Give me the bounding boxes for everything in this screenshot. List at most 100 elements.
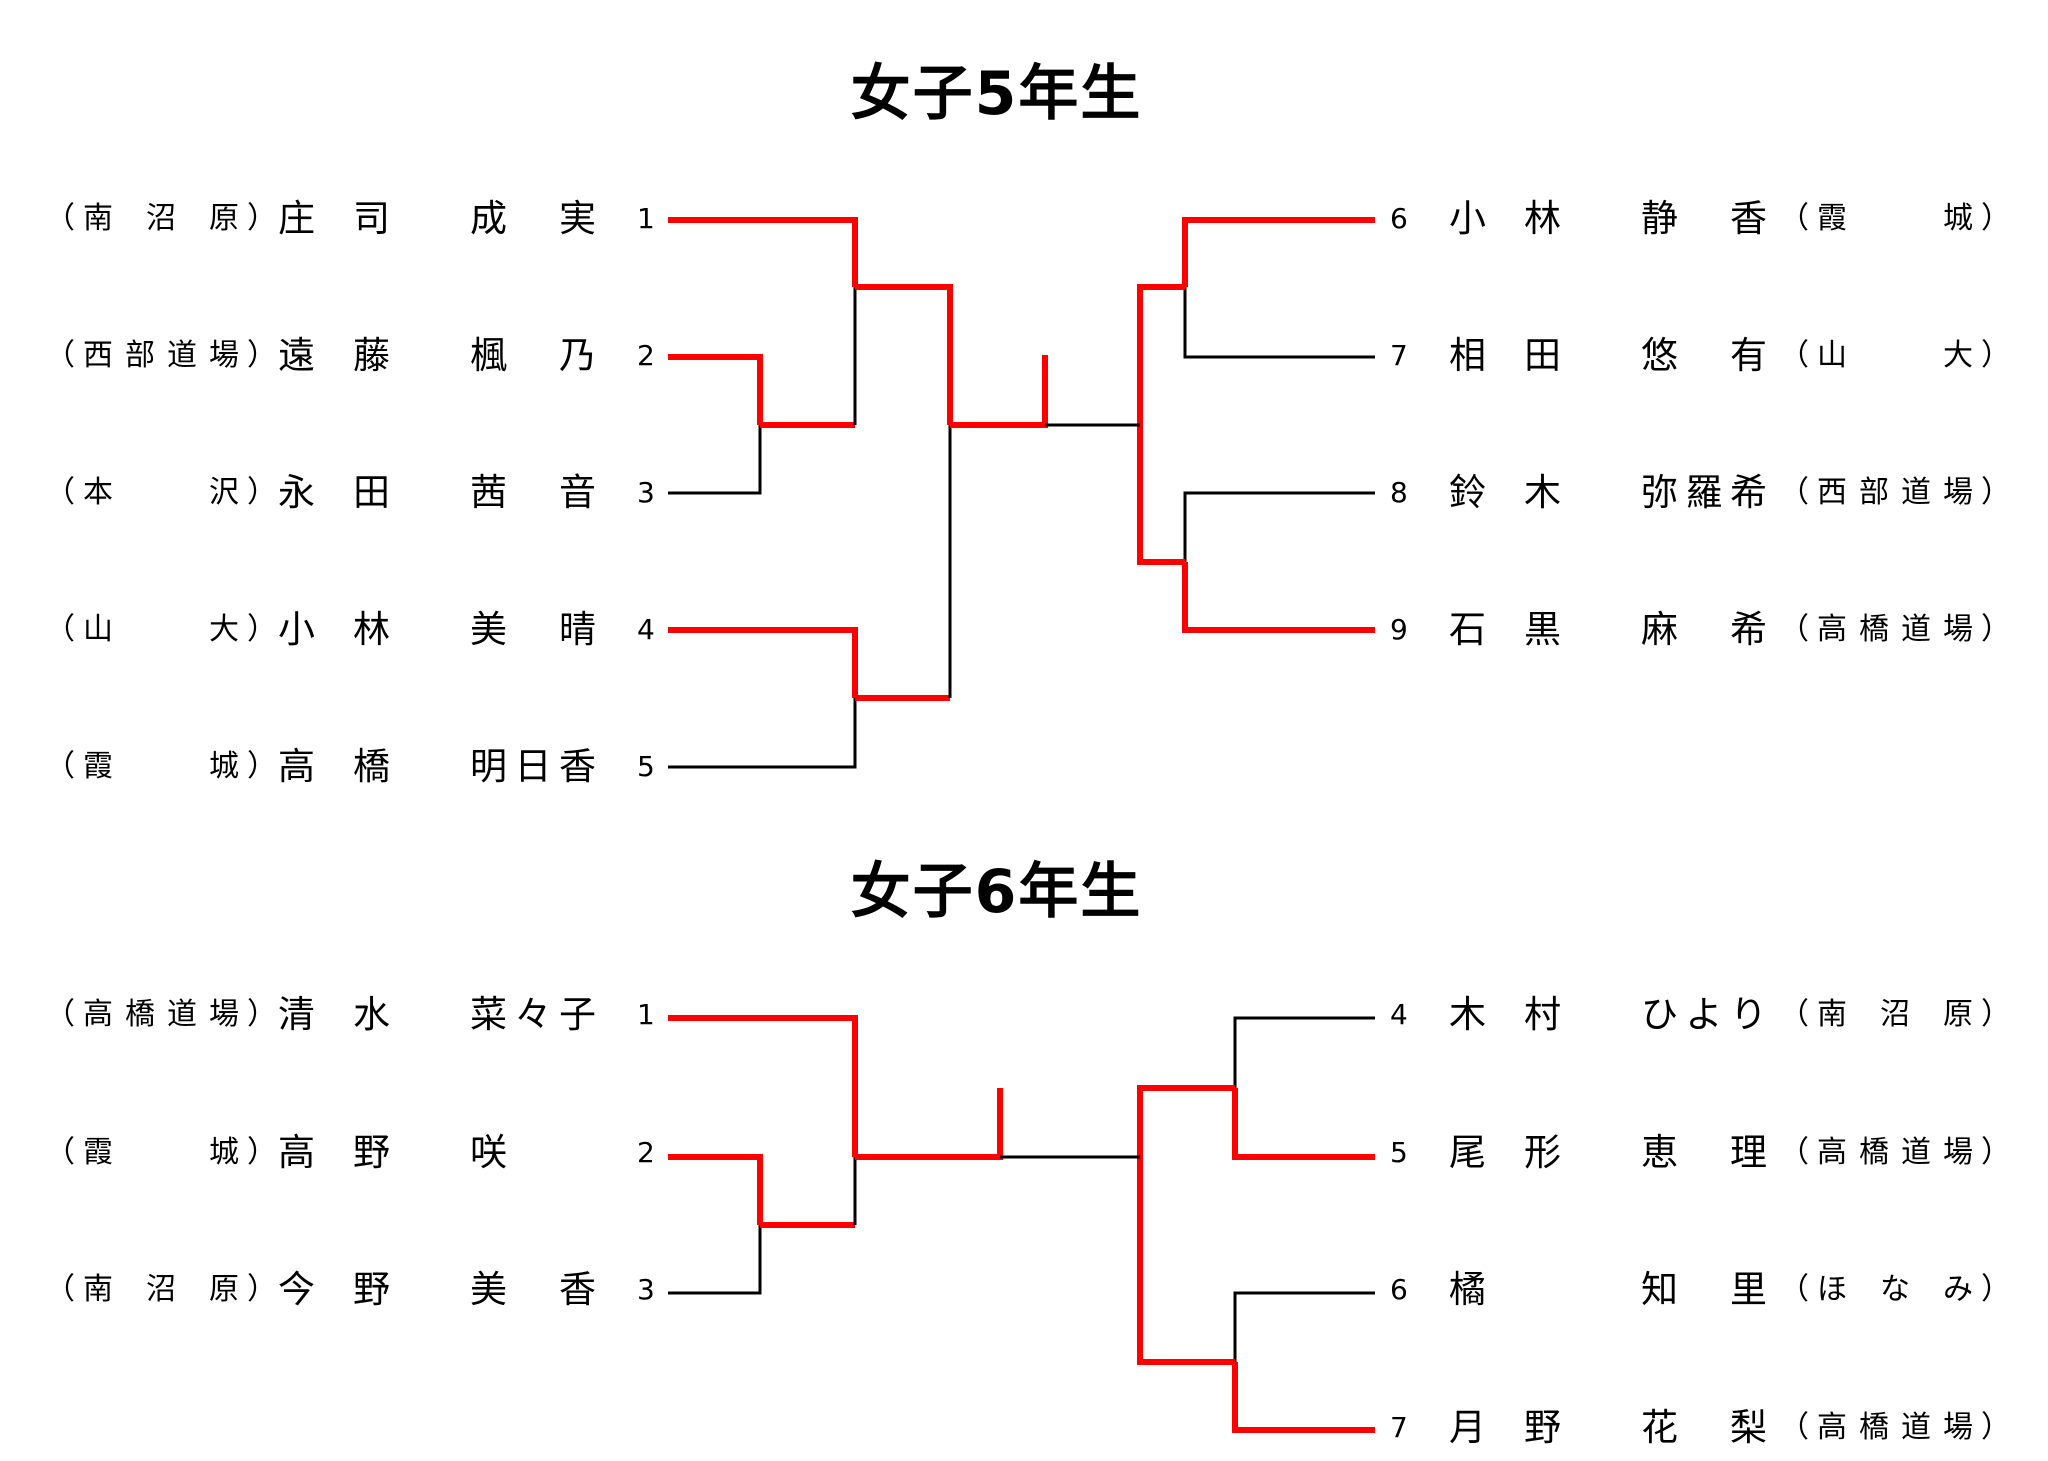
seed-number: 3 — [637, 476, 655, 509]
winner-path — [1182, 217, 1375, 287]
given-name: 茜音 — [470, 471, 596, 514]
given-name: 咲 — [470, 1131, 507, 1174]
club-name: 山大 — [1817, 338, 1973, 373]
winner-path — [1137, 284, 1185, 425]
entrant-name: 遠藤楓乃 — [278, 336, 596, 376]
seed-number: 5 — [637, 750, 655, 783]
given-name: 成実 — [470, 197, 596, 240]
club-affiliation: （高橋道場） — [1779, 610, 2011, 650]
entrant-row: （高橋道場） 月野 花梨 7 — [0, 1408, 2048, 1448]
family-name: 木村 — [1449, 993, 1561, 1036]
club-name: 西部道場 — [83, 338, 239, 373]
seed-number: 1 — [637, 998, 655, 1031]
entrant-name: 小林美晴 — [278, 610, 596, 650]
given-name: ひより — [1641, 993, 1767, 1036]
entrant-name: 橘知里 — [1449, 1270, 1767, 1310]
club-name: 本沢 — [83, 475, 239, 510]
paren-open: （ — [45, 201, 75, 236]
family-name: 石黒 — [1449, 608, 1561, 651]
paren-close: ） — [1981, 475, 2011, 510]
entrant-row: （ 霞城 ） 高野咲 2 — [0, 1133, 2048, 1173]
entrant-name: 庄司成実 — [278, 199, 596, 239]
family-name: 尾形 — [1449, 1131, 1561, 1174]
seed-number: 4 — [637, 613, 655, 646]
club-affiliation: （山大） — [1779, 336, 2011, 376]
paren-close: ） — [1981, 1135, 2011, 1170]
family-name: 今野 — [278, 1268, 390, 1311]
seed-number: 5 — [1390, 1136, 1408, 1169]
club-affiliation: （高橋道場） — [1779, 1408, 2011, 1448]
entrant-name: 月野 花梨 — [1449, 1408, 1767, 1448]
given-name: 明日香 — [470, 745, 596, 788]
given-name: 静香 — [1641, 197, 1767, 240]
winner-path — [668, 1154, 763, 1225]
entrant-name: 鈴木 弥羅希 — [1449, 473, 1767, 513]
seed-number: 2 — [637, 1136, 655, 1169]
winner-path — [855, 284, 953, 425]
paren-open: （ — [45, 612, 75, 647]
winner-path — [668, 354, 763, 425]
club-name: 西部道場 — [1817, 475, 1973, 510]
family-name: 橘 — [1449, 1268, 1486, 1311]
paren-close: ） — [1981, 1410, 2011, 1445]
entrant-name: 相田悠有 — [1449, 336, 1767, 376]
bracket-title-grade5: 女子5年生 — [850, 59, 1143, 129]
entrant-name: 尾形恵理 — [1449, 1133, 1767, 1173]
paren-open: （ — [1779, 997, 1809, 1032]
club-affiliation: （霞城） — [1779, 199, 2011, 239]
given-name: 麻希 — [1641, 608, 1767, 651]
paren-open: （ — [45, 475, 75, 510]
club-name: ほなみ — [1817, 1272, 1973, 1307]
family-name: 遠藤 — [278, 334, 390, 377]
winner-path — [1137, 1085, 1235, 1157]
club-name: 高橋道場 — [1817, 1135, 1973, 1170]
given-name: 弥羅希 — [1641, 471, 1767, 514]
club-name: 霞城 — [83, 1135, 239, 1170]
family-name: 清水 — [278, 993, 390, 1036]
bracket-line — [1183, 287, 1375, 359]
paren-open: （ — [1779, 1272, 1809, 1307]
paren-close: ） — [247, 1272, 277, 1307]
paren-close: ） — [247, 612, 277, 647]
paren-open: （ — [1779, 1410, 1809, 1445]
paren-close: ） — [1981, 201, 2011, 236]
club-name: 高橋道場 — [83, 997, 239, 1032]
paren-open: （ — [45, 997, 75, 1032]
club-affiliation: （南沼原） — [45, 199, 277, 239]
entrant-name: 高野咲 — [278, 1133, 596, 1173]
winner-path — [1137, 425, 1185, 565]
club-affiliation: （西部道場） — [1779, 473, 2011, 513]
given-name: 美香 — [470, 1268, 596, 1311]
entrant-name: 小林 静香 — [1449, 199, 1767, 239]
seed-number: 7 — [1390, 1411, 1408, 1444]
paren-close: ） — [1981, 612, 2011, 647]
family-name: 月野 — [1449, 1406, 1561, 1449]
family-name: 永田 — [278, 471, 390, 514]
bracket-line — [1233, 1016, 1375, 1088]
seed-number: 4 — [1390, 998, 1408, 1031]
club-name: 高橋道場 — [1817, 1410, 1973, 1445]
entrant-row: （高橋道場） 尾形恵理 5 — [0, 1133, 2048, 1173]
winner-path — [1232, 1088, 1375, 1160]
winner-path — [668, 627, 858, 698]
paren-open: （ — [45, 338, 75, 373]
seed-number: 3 — [637, 1273, 655, 1306]
club-affiliation: （本沢） — [45, 473, 277, 513]
club-name: 霞城 — [83, 749, 239, 784]
paren-open: （ — [1779, 612, 1809, 647]
club-name: 山大 — [83, 612, 239, 647]
given-name: 花梨 — [1641, 1406, 1767, 1449]
club-name: 霞城 — [1817, 201, 1973, 236]
paren-open: （ — [1779, 1135, 1809, 1170]
club-affiliation: （ほなみ） — [1779, 1270, 2011, 1310]
winner-path — [1137, 1157, 1235, 1365]
family-name: 鈴木 — [1449, 471, 1561, 514]
family-name: 小林 — [1449, 197, 1561, 240]
